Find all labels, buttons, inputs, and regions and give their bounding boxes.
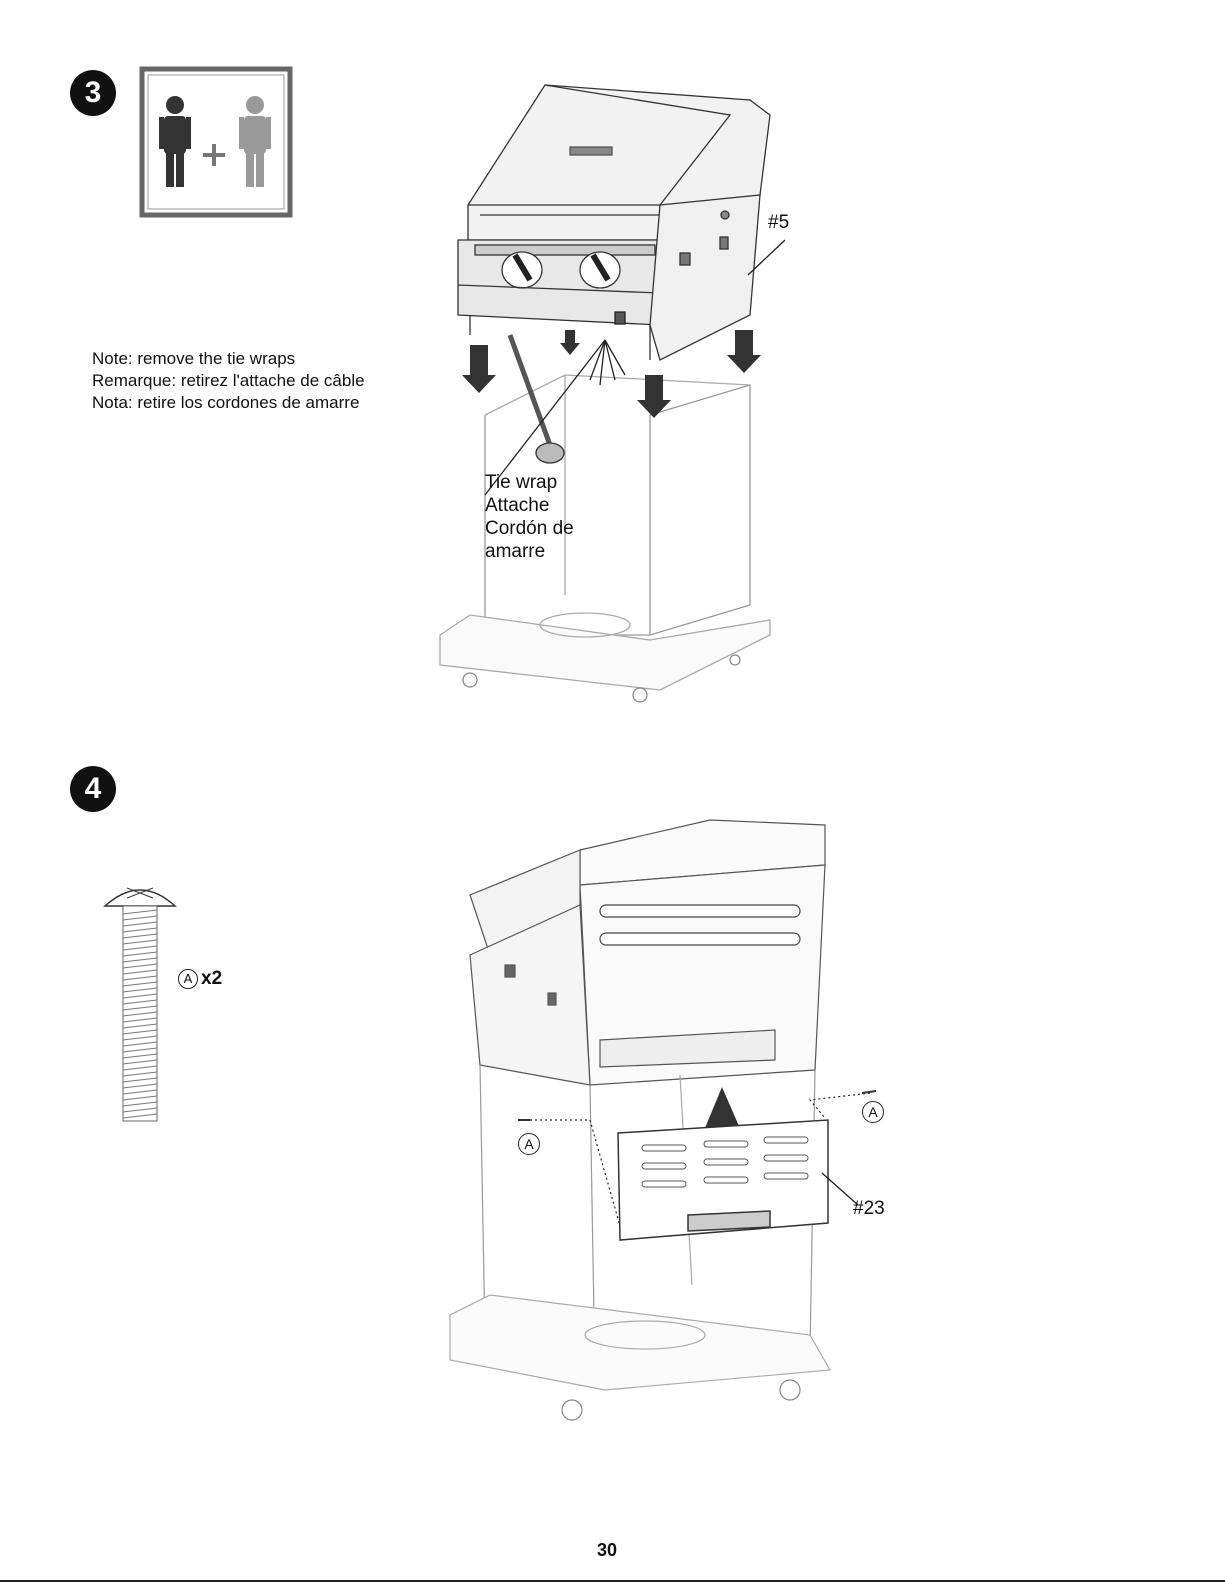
note-line-fr: Remarque: retirez l'attache de câble — [92, 370, 412, 392]
tie-wrap-label: Tie wrap Attache Cordón de amarre — [485, 471, 595, 563]
hardware-quantity: A x2 — [178, 968, 222, 990]
two-person-lift-icon — [140, 67, 292, 217]
tie-wrap-label-fr: Attache — [485, 494, 595, 517]
hardware-count: x2 — [201, 968, 222, 990]
screw-label-right: A — [862, 1101, 884, 1123]
step-3-note: Note: remove the tie wraps Remarque: ret… — [92, 348, 412, 414]
step-4-grill-illustration — [430, 815, 870, 1435]
tie-wrap-label-es-2: amarre — [485, 540, 595, 563]
page-number: 30 — [597, 1540, 617, 1561]
note-line-es: Nota: retire los cordones de amarre — [92, 392, 412, 414]
step-3-badge: 3 — [70, 70, 116, 116]
bottom-rule — [0, 1580, 1225, 1582]
tie-wrap-label-es-1: Cordón de — [485, 517, 595, 540]
part-5-callout: #5 — [768, 212, 789, 234]
part-23-callout: #23 — [853, 1198, 885, 1220]
screw-label-left: A — [518, 1133, 540, 1155]
note-line-en: Note: remove the tie wraps — [92, 348, 412, 370]
step-4-badge: 4 — [70, 766, 116, 812]
screw-icon — [105, 878, 175, 1128]
tie-wrap-label-en: Tie wrap — [485, 471, 595, 494]
hardware-letter-circle: A — [178, 969, 198, 989]
step-3-grill-illustration — [430, 75, 810, 715]
